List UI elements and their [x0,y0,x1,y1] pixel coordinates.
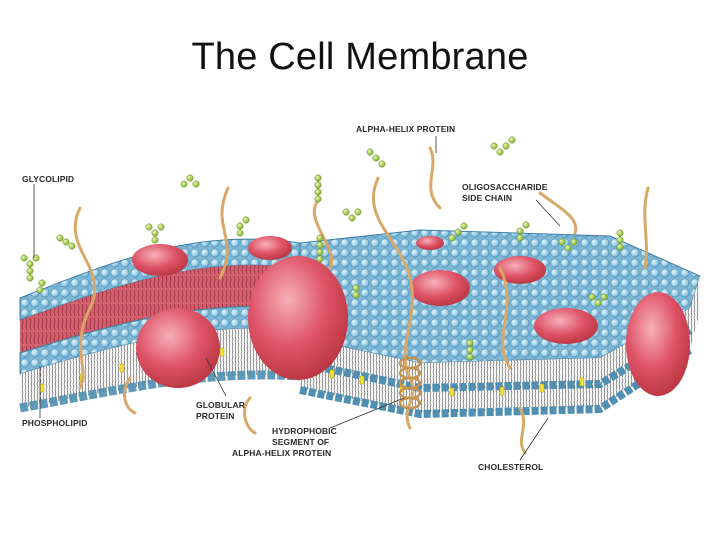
label-globular-1: GLOBULAR [196,400,245,410]
protein-surface-3 [534,308,598,344]
label-phospholipid: PHOSPHOLIPID [22,418,87,428]
protein-right-edge [626,292,690,396]
protein-left-top-2 [248,236,292,260]
label-alpha-helix-protein: ALPHA-HELIX PROTEIN [356,124,455,134]
label-hydrophobic-3: ALPHA-HELIX PROTEIN [232,448,331,458]
label-oligosaccharide-1: OLIGOSACCHARIDE [462,182,548,192]
oligosaccharide-chains [20,136,624,361]
label-globular-2: PROTEIN [196,411,234,421]
protein-globular-center [248,256,348,380]
slide-title: The Cell Membrane [191,36,529,78]
labels: GLYCOLIPID ALPHA-HELIX PROTEIN OLIGOSACC… [22,124,548,472]
hydrophobic-core-left [20,265,300,353]
side-face-right [690,276,700,348]
cell-membrane-diagram: GLYCOLIPID ALPHA-HELIX PROTEIN OLIGOSACC… [19,124,701,472]
protein-globular-left [136,308,220,388]
protein-surface-2 [494,256,546,284]
label-oligosaccharide-2: SIDE CHAIN [462,193,512,203]
protein-left-top [132,244,188,276]
label-glycolipid: GLYCOLIPID [22,174,74,184]
hydrophobic-coil [398,356,422,410]
protein-small-top [416,236,444,250]
protein-surface-1 [410,270,470,306]
label-hydrophobic-1: HYDROPHOBIC [272,426,337,436]
proteins [132,236,690,396]
label-cholesterol: CHOLESTEROL [478,462,543,472]
leader-lines [33,136,561,461]
label-hydrophobic-2: SEGMENT OF [272,437,329,447]
